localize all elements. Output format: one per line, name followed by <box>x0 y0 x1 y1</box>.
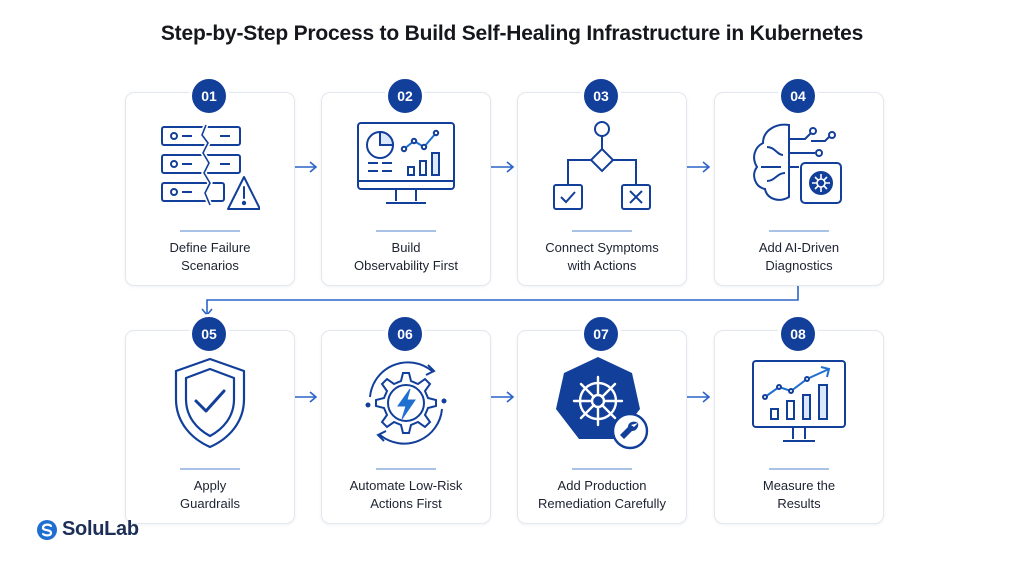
kubernetes-wrench-icon <box>556 357 649 450</box>
divider <box>180 230 240 232</box>
arrow-right-icon <box>491 161 515 173</box>
shield-check-icon <box>174 357 246 449</box>
step-number-badge: 08 <box>778 314 818 354</box>
step-number-badge: 03 <box>581 76 621 116</box>
step-number-badge: 01 <box>189 76 229 116</box>
divider <box>572 468 632 470</box>
step-number-badge: 05 <box>189 314 229 354</box>
step-number-badge: 06 <box>385 314 425 354</box>
monitor-dashboard-icon <box>357 122 455 204</box>
page-title: Step-by-Step Process to Build Self-Heali… <box>160 22 864 45</box>
gear-lightning-icon <box>365 361 447 445</box>
divider <box>376 468 436 470</box>
arrow-right-icon <box>687 161 711 173</box>
arrow-right-icon <box>294 391 318 403</box>
growth-chart-monitor-icon <box>752 360 846 442</box>
arrow-right-icon <box>294 161 318 173</box>
step-number-badge: 02 <box>385 76 425 116</box>
brand-name: SoluLab <box>62 518 139 540</box>
broken-servers-warning-icon <box>161 124 260 210</box>
brand-logo: SoluLab <box>36 518 139 541</box>
divider <box>769 468 829 470</box>
divider <box>769 230 829 232</box>
arrow-right-icon <box>687 391 711 403</box>
divider <box>376 230 436 232</box>
arrow-right-icon <box>491 391 515 403</box>
solulab-logo-icon <box>37 519 57 540</box>
step-number-badge: 04 <box>778 76 818 116</box>
ai-brain-kubernetes-icon <box>753 123 842 204</box>
divider <box>180 468 240 470</box>
divider <box>572 230 632 232</box>
decision-flowchart-icon <box>553 121 651 210</box>
step-number-badge: 07 <box>581 314 621 354</box>
